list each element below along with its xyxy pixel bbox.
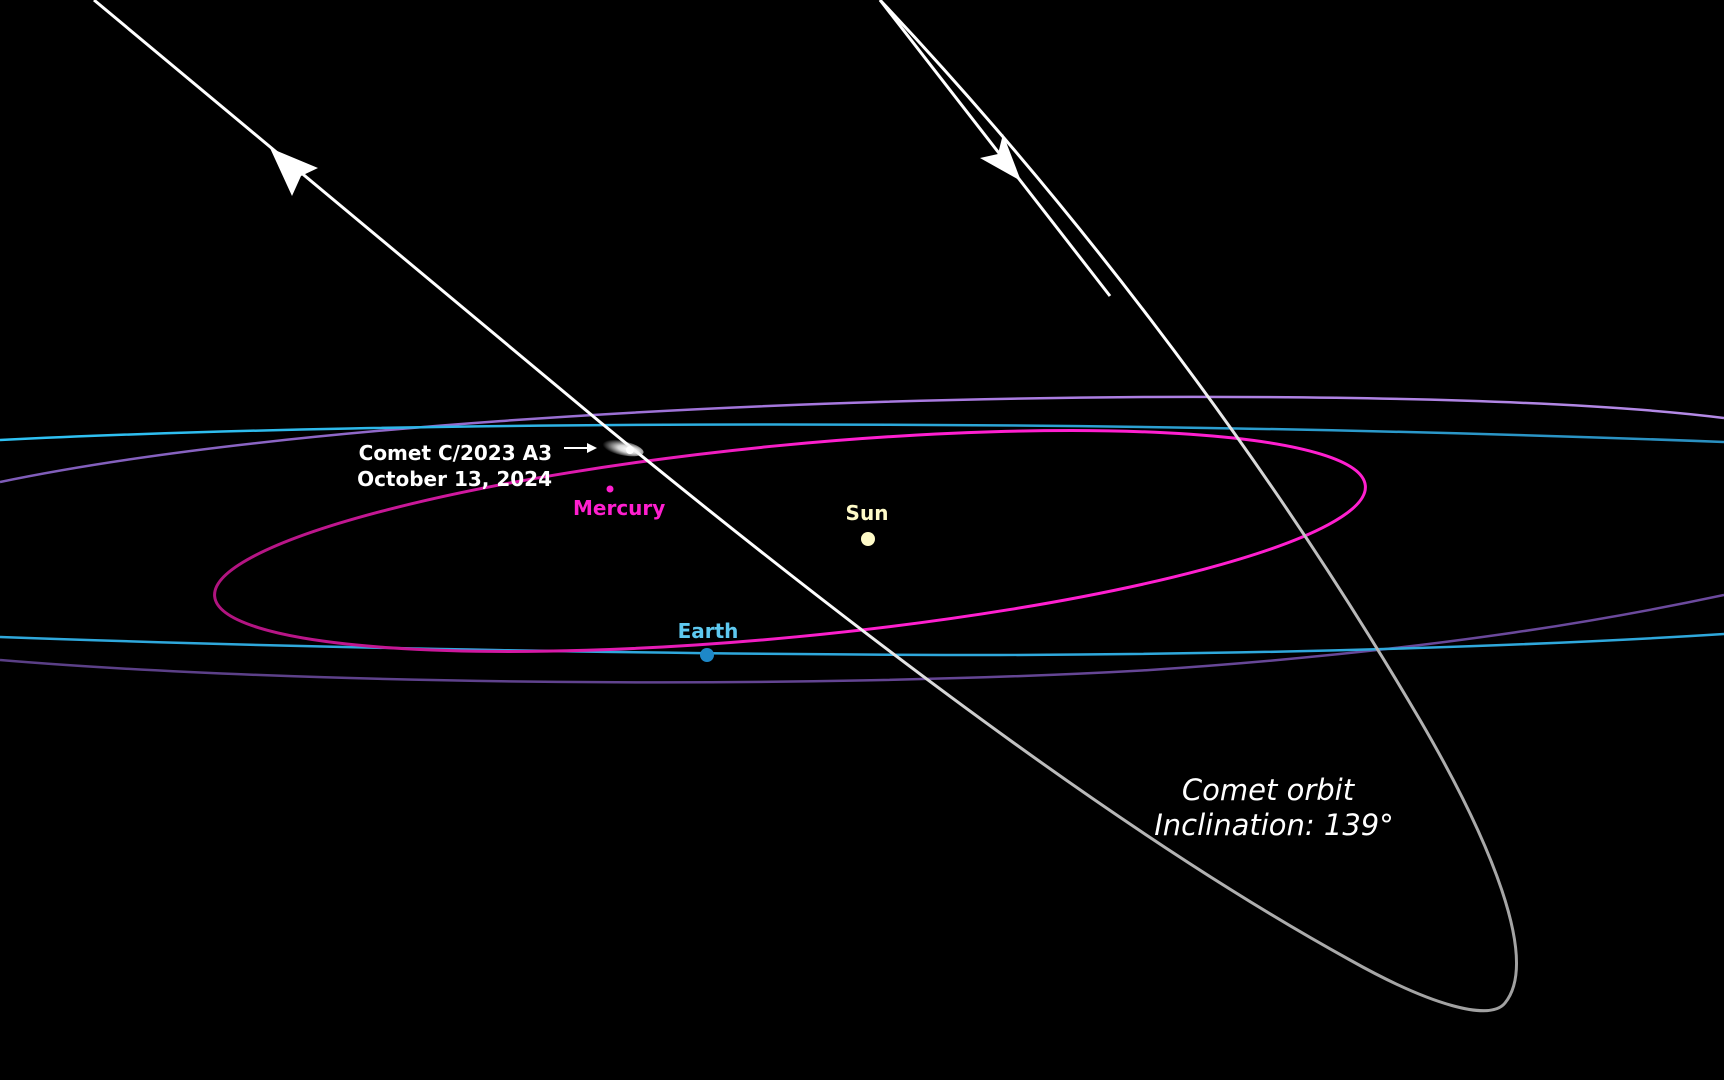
- mercury-orbit: [213, 429, 1367, 653]
- venus-orbit-back: [0, 395, 1724, 484]
- sun-label: Sun: [846, 501, 889, 525]
- comet-nucleus: [626, 446, 634, 454]
- earth-label: Earth: [678, 619, 739, 643]
- comet-date-label: October 13, 2024: [357, 467, 552, 491]
- earth-orbit-front: [0, 632, 1724, 657]
- comet-inclination-label: Inclination: 139°: [1154, 808, 1394, 842]
- mercury-label: Mercury: [573, 496, 665, 520]
- comet-orbit-label: Comet orbit: [1182, 773, 1356, 807]
- comet-pointer-arrow-icon: [587, 443, 597, 453]
- comet-name-label: Comet C/2023 A3: [359, 441, 552, 465]
- comet-inbound-arrow-icon: [980, 134, 1021, 181]
- comet-outbound-arrow-icon: [270, 148, 318, 196]
- comet-orbit-inbound: [878, 0, 1112, 297]
- sun-icon: [861, 532, 875, 546]
- venus-orbit-front: [0, 593, 1724, 684]
- mercury-planet: [606, 485, 614, 493]
- comet-orbit-outbound: [93, 0, 1518, 1013]
- earth-planet: [700, 648, 714, 662]
- earth-orbit-back: [0, 423, 1724, 444]
